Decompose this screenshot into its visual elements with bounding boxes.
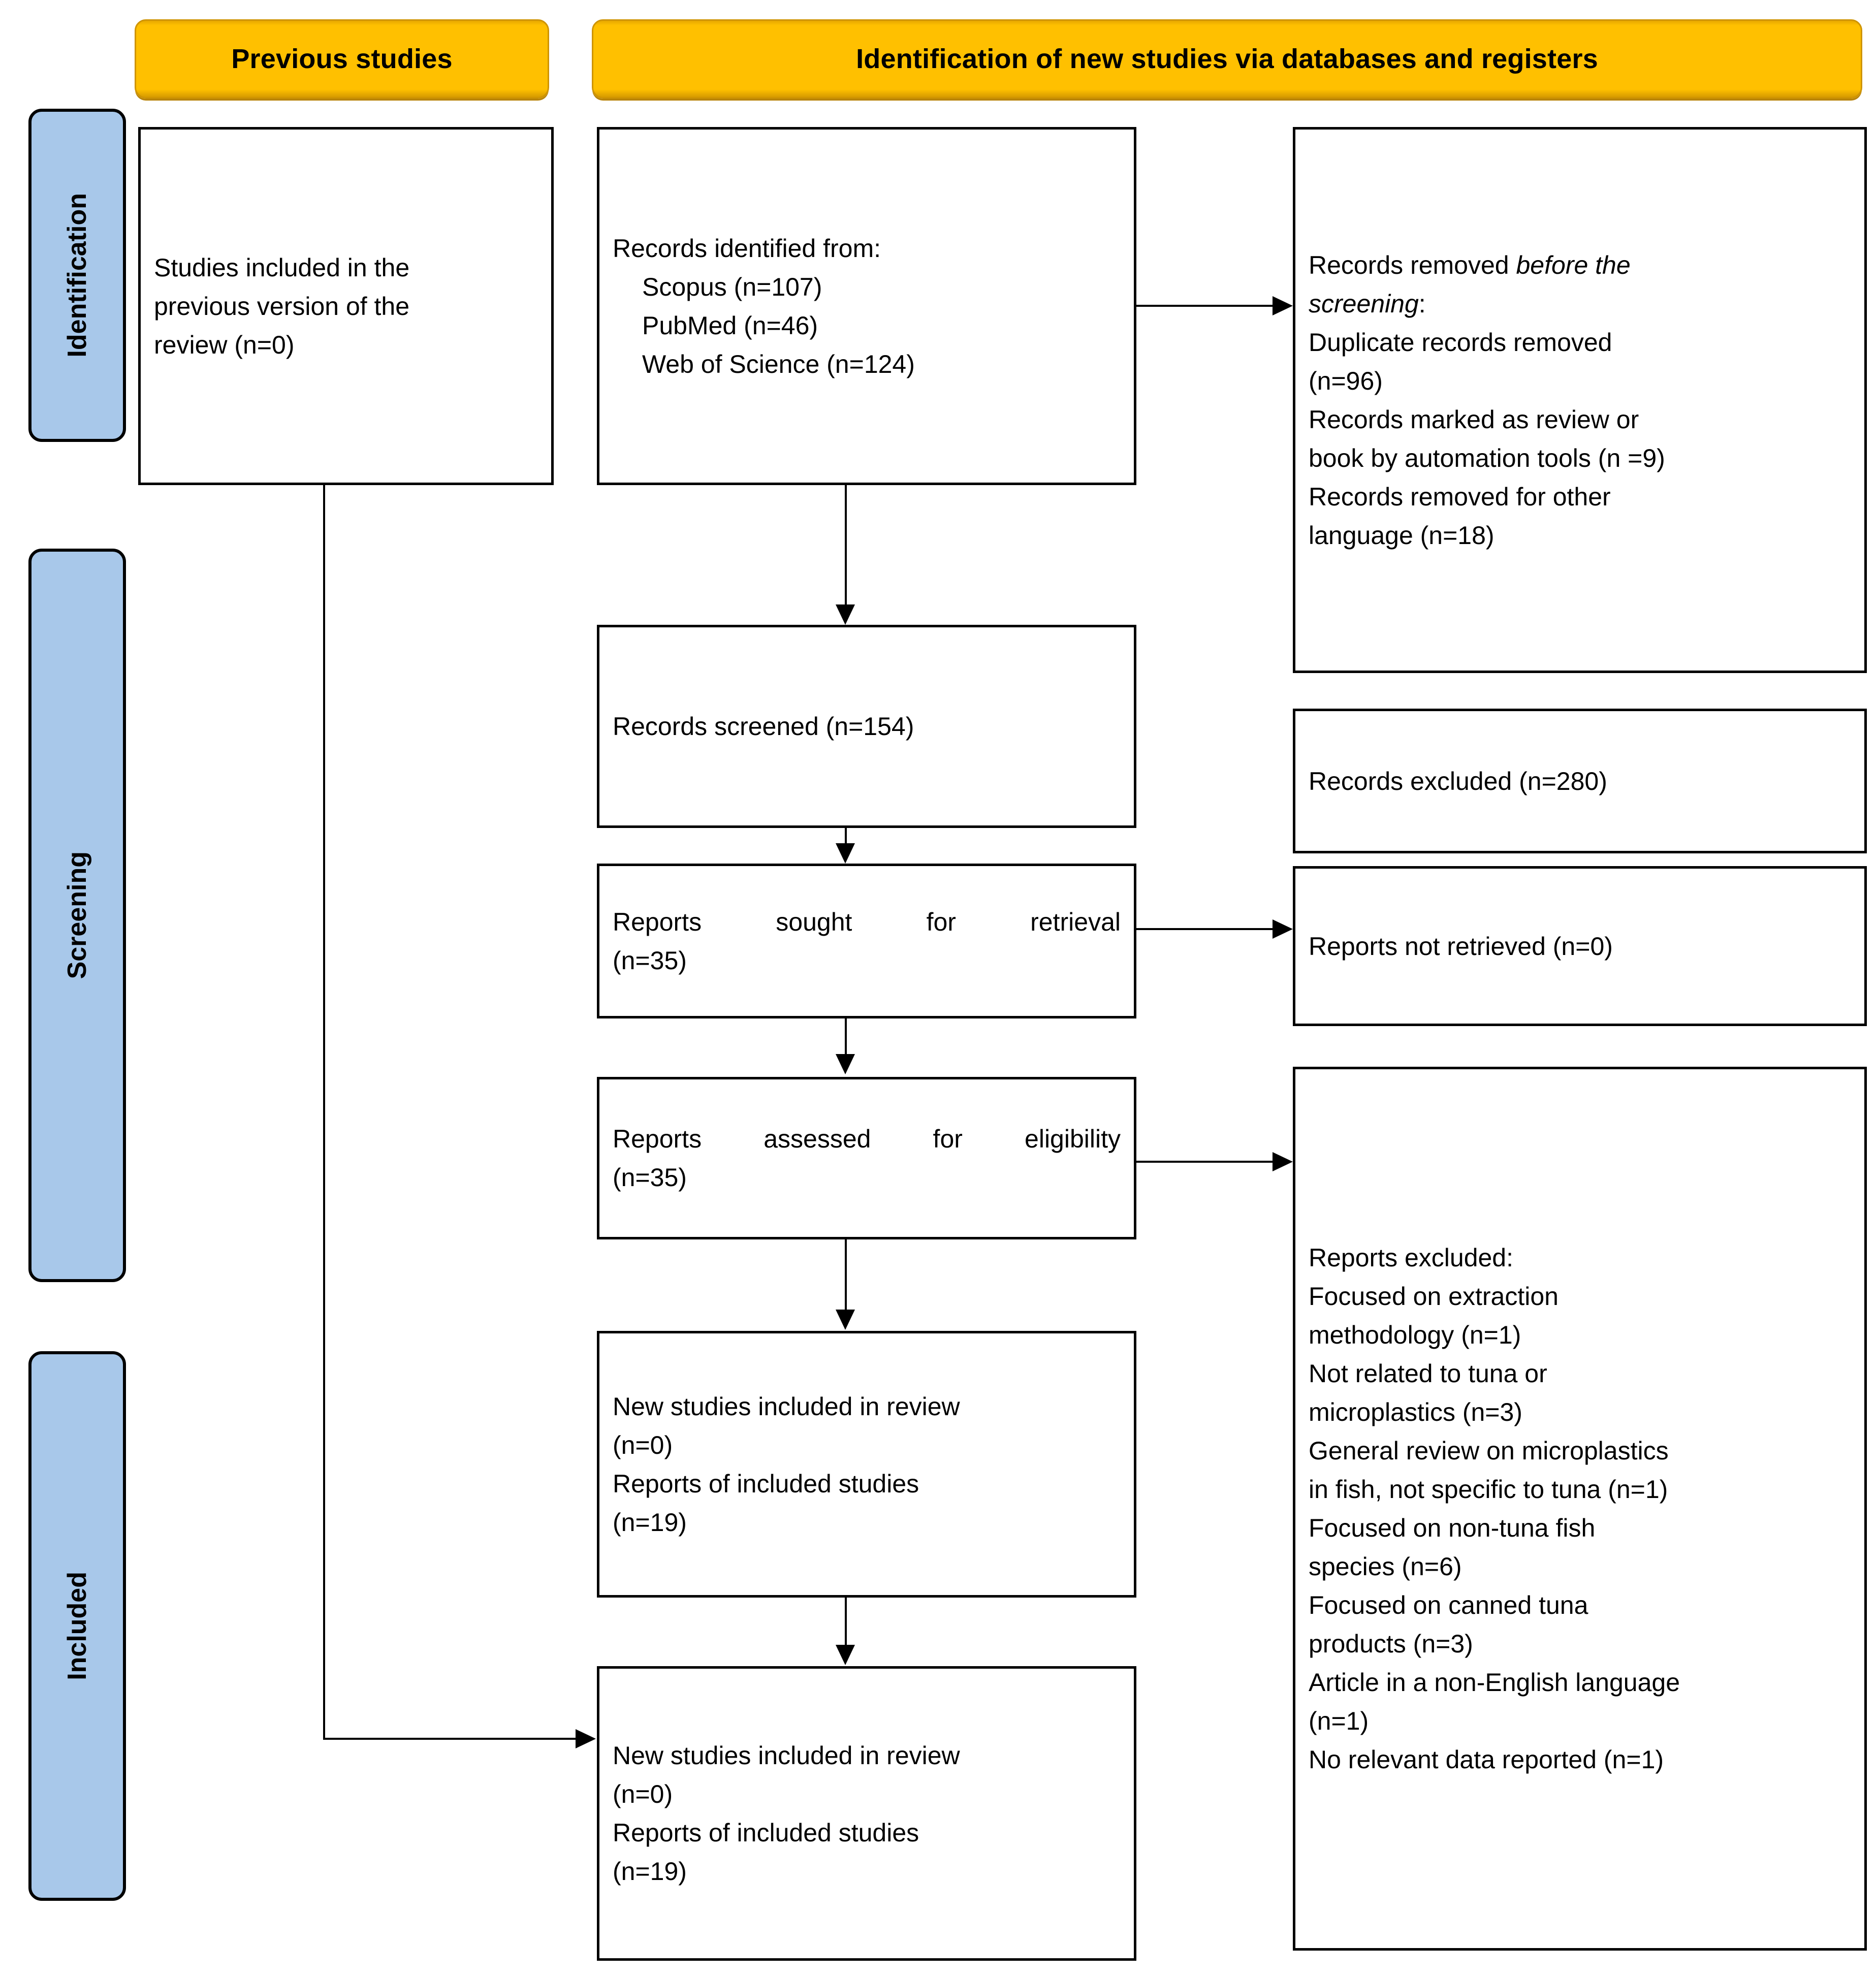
records-identified-source-scopus: Scopus (n=107) [642, 272, 822, 301]
connector-assessed-to-excluded-line [1136, 1161, 1274, 1163]
reports-excluded-title: Reports excluded: [1309, 1244, 1514, 1272]
records-identified-source-wos: Web of Science (n=124) [642, 349, 915, 378]
connector-identified-to-removed-arrowhead [1273, 296, 1293, 315]
new-studies-bottom-line-3: Reports of included studies [613, 1819, 919, 1847]
phase-tab-identification-label: Identification [62, 193, 92, 358]
reports-excluded-reason-7: Focused on non-tuna fish [1309, 1514, 1596, 1542]
new-studies-top-line-2: (n=0) [613, 1430, 673, 1459]
box-previous-studies-included: Studies included in the previous version… [138, 127, 554, 485]
reports-excluded-reason-5: General review on microplastics [1309, 1437, 1669, 1465]
box-records-screened: Records screened (n=154) [597, 625, 1136, 828]
records-identified-source-pubmed: PubMed (n=46) [642, 311, 818, 340]
new-studies-bottom-line-1: New studies included in review [613, 1741, 960, 1770]
new-studies-top-line-3: Reports of included studies [613, 1469, 919, 1498]
connector-assessed-to-excluded-arrowhead [1273, 1152, 1293, 1171]
previous-included-line-1: Studies included in the [154, 253, 410, 282]
connector-sought-to-not-retrieved-arrowhead [1273, 919, 1293, 939]
connector-previous-to-final-arrowhead [576, 1729, 596, 1748]
connector-identified-to-screened-arrowhead [836, 604, 855, 625]
box-reports-sought-for-retrieval: Reports sought for retrieval (n=35) [597, 864, 1136, 1018]
connector-new-studies-top-to-bottom-line [845, 1598, 847, 1646]
reports-assessed-line-2: (n=35) [613, 1163, 687, 1192]
connector-previous-to-final-horizontal [323, 1738, 577, 1740]
connector-screened-to-sought-line [845, 828, 847, 844]
box-reports-excluded: Reports excluded: Focused on extraction … [1293, 1067, 1867, 1951]
reports-sought-line-1: Reports sought for retrieval [613, 907, 1121, 936]
records-removed-line-5: Records removed for other [1309, 482, 1611, 511]
connector-identified-to-screened-line [845, 485, 847, 605]
reports-excluded-reason-1: Focused on extraction [1309, 1282, 1559, 1311]
box-new-studies-included-bottom: New studies included in review (n=0) Rep… [597, 1666, 1136, 1961]
records-removed-lead-2: screening: [1309, 289, 1426, 318]
records-removed-lead: Records removed before the [1309, 250, 1631, 279]
records-removed-line-3: Records marked as review or [1309, 405, 1639, 434]
reports-excluded-reason-8: species (n=6) [1309, 1552, 1462, 1581]
header-previous-studies-label: Previous studies [231, 44, 453, 74]
reports-assessed-line-1: Reports assessed for eligibility [613, 1125, 1121, 1153]
reports-excluded-reason-3: Not related to tuna or [1309, 1359, 1547, 1388]
reports-excluded-reason-9: Focused on canned tuna [1309, 1591, 1588, 1619]
phase-tab-included-label: Included [62, 1572, 92, 1680]
box-records-identified: Records identified from: Scopus (n=107) … [597, 127, 1136, 485]
records-removed-line-1: Duplicate records removed [1309, 328, 1612, 357]
box-new-studies-included-top: New studies included in review (n=0) Rep… [597, 1331, 1136, 1598]
reports-excluded-reason-10: products (n=3) [1309, 1630, 1473, 1658]
records-removed-line-2: (n=96) [1309, 366, 1383, 395]
records-identified-title: Records identified from: [613, 234, 881, 263]
reports-excluded-reason-4: microplastics (n=3) [1309, 1398, 1522, 1426]
reports-not-retrieved-line-1: Reports not retrieved (n=0) [1309, 932, 1613, 961]
phase-tab-identification: Identification [28, 109, 126, 442]
connector-screened-to-sought-arrowhead [836, 843, 855, 864]
records-excluded-line-1: Records excluded (n=280) [1309, 767, 1607, 795]
box-reports-assessed-for-eligibility: Reports assessed for eligibility (n=35) [597, 1077, 1136, 1239]
previous-included-line-3: review (n=0) [154, 330, 295, 359]
box-records-excluded: Records excluded (n=280) [1293, 709, 1867, 853]
connector-new-studies-top-to-bottom-arrowhead [836, 1645, 855, 1665]
header-previous-studies: Previous studies [135, 19, 549, 99]
new-studies-bottom-line-2: (n=0) [613, 1780, 673, 1808]
box-reports-not-retrieved: Reports not retrieved (n=0) [1293, 866, 1867, 1026]
connector-sought-to-assessed-line [845, 1018, 847, 1055]
new-studies-bottom-line-4: (n=19) [613, 1857, 687, 1886]
header-identification-new-studies: Identification of new studies via databa… [592, 19, 1862, 99]
reports-excluded-reason-13: No relevant data reported (n=1) [1309, 1745, 1664, 1774]
connector-identified-to-removed-line [1136, 305, 1274, 307]
phase-tab-screening: Screening [28, 549, 126, 1282]
records-screened-line-1: Records screened (n=154) [613, 712, 914, 741]
phase-tab-included: Included [28, 1351, 126, 1901]
reports-excluded-reason-11: Article in a non-English language [1309, 1668, 1680, 1697]
box-records-removed-before-screening: Records removed before the screening: Du… [1293, 127, 1867, 673]
connector-previous-to-final-vertical [323, 485, 325, 1739]
phase-tab-screening-label: Screening [62, 851, 92, 979]
previous-included-line-2: previous version of the [154, 292, 410, 321]
connector-sought-to-not-retrieved-line [1136, 928, 1274, 930]
reports-excluded-reason-12: (n=1) [1309, 1707, 1369, 1735]
new-studies-top-line-4: (n=19) [613, 1508, 687, 1537]
connector-sought-to-assessed-arrowhead [836, 1054, 855, 1074]
reports-excluded-reason-6: in fish, not specific to tuna (n=1) [1309, 1475, 1668, 1504]
records-removed-line-4: book by automation tools (n =9) [1309, 443, 1665, 472]
records-removed-line-6: language (n=18) [1309, 521, 1495, 550]
reports-sought-line-2: (n=35) [613, 946, 687, 975]
connector-assessed-to-new-studies-arrowhead [836, 1310, 855, 1330]
new-studies-top-line-1: New studies included in review [613, 1392, 960, 1421]
connector-assessed-to-new-studies-line [845, 1239, 847, 1312]
reports-excluded-reason-2: methodology (n=1) [1309, 1321, 1521, 1349]
header-identification-new-studies-label: Identification of new studies via databa… [856, 44, 1598, 74]
